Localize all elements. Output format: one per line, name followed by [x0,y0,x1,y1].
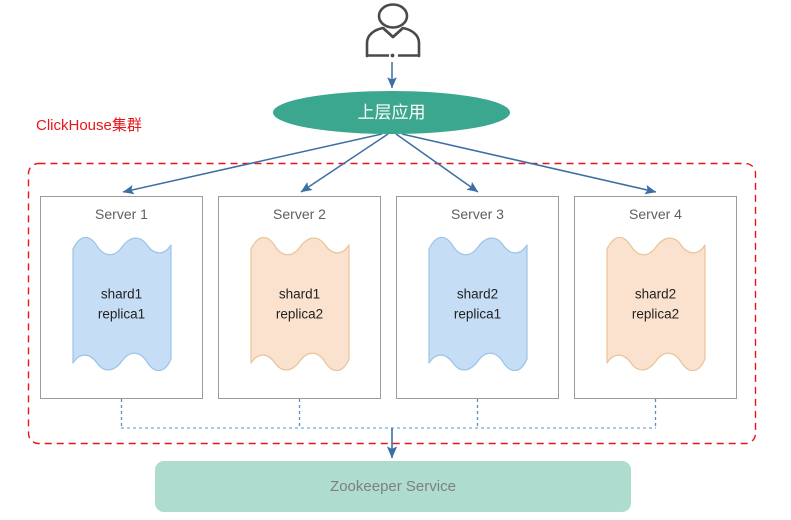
connector-app-to-server-1 [122,133,383,195]
shard-wave-shape: shard1 replica2 [249,237,351,371]
top-application-ellipse[interactable]: 上层应用 [273,91,510,134]
server-title: Server 2 [273,206,326,222]
top-application-label: 上层应用 [357,103,426,122]
cluster-label: ClickHouse集群 [36,117,142,134]
zookeeper-service-label: Zookeeper Service [330,478,456,495]
server-title: Server 3 [451,206,504,222]
server-box-1[interactable]: Server 1 shard1 replica1 [40,196,203,399]
cluster-boundary [27,162,757,445]
shard-wave-shape: shard1 replica1 [71,237,173,371]
connector-app-to-server-3 [395,133,479,193]
shard-wave-shape: shard2 replica2 [605,237,707,371]
server-title: Server 4 [629,206,682,222]
server-title: Server 1 [95,206,148,222]
server-box-3[interactable]: Server 3 shard2 replica1 [396,196,559,399]
user-person-icon [358,3,428,58]
server-box-4[interactable]: Server 4 shard2 replica2 [574,196,737,399]
server-box-2[interactable]: Server 2 shard1 replica2 [218,196,381,399]
connector-app-to-server-4 [401,133,657,195]
shard-wave-shape: shard2 replica1 [427,237,529,371]
connector-app-to-server-2 [300,133,389,193]
zookeeper-service-box[interactable]: Zookeeper Service [155,461,631,512]
